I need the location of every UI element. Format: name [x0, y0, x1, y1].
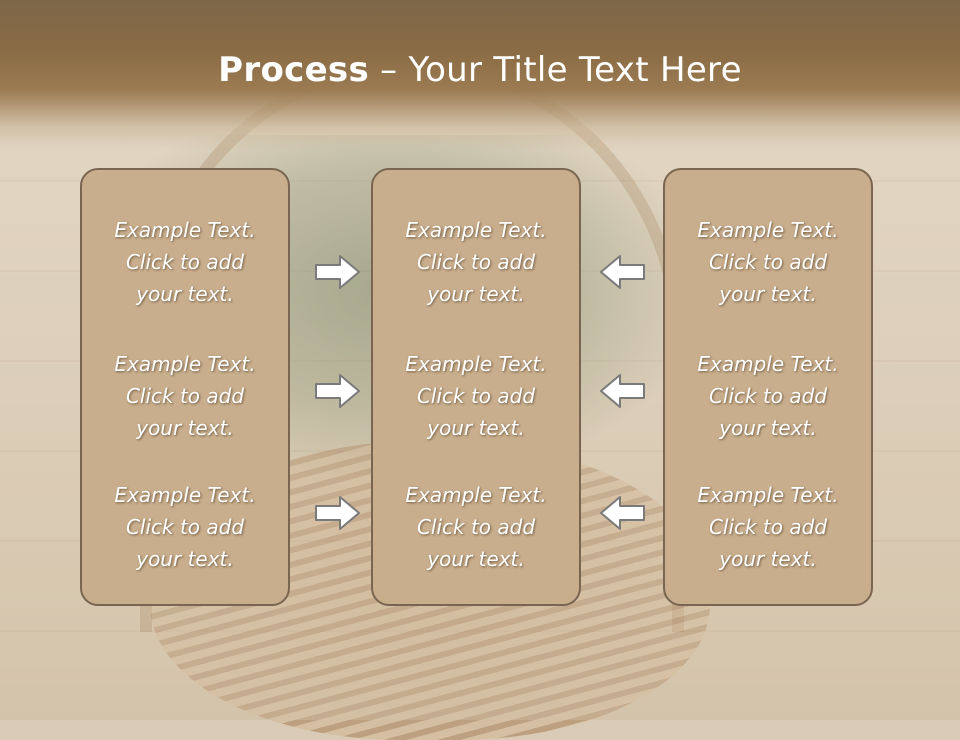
slide-title[interactable]: Process – Your Title Text Here: [0, 50, 960, 90]
text-placeholder[interactable]: Example Text. Click to add your text.: [82, 479, 288, 575]
text-line: your text.: [719, 547, 817, 571]
text-line: Click to add: [708, 384, 828, 408]
arrow-left-icon: [597, 252, 647, 292]
text-line: Click to add: [708, 515, 828, 539]
text-line: Example Text.: [697, 352, 839, 376]
text-line: Example Text.: [405, 483, 547, 507]
process-box-right: Example Text. Click to add your text. Ex…: [663, 168, 873, 606]
text-placeholder[interactable]: Example Text. Click to add your text.: [82, 214, 288, 310]
text-line: Example Text.: [114, 483, 256, 507]
arrow-right-icon: [313, 493, 363, 533]
text-line: Example Text.: [697, 483, 839, 507]
title-text: Your Title Text Here: [408, 50, 742, 90]
arrow-right-icon: [313, 371, 363, 411]
text-line: Click to add: [125, 384, 245, 408]
text-line: Click to add: [125, 515, 245, 539]
text-line: Click to add: [416, 515, 536, 539]
text-line: Example Text.: [114, 218, 256, 242]
text-placeholder[interactable]: Example Text. Click to add your text.: [82, 348, 288, 444]
arrow-right-icon: [313, 252, 363, 292]
text-line: your text.: [427, 416, 525, 440]
text-line: Click to add: [416, 384, 536, 408]
process-box-left: Example Text. Click to add your text. Ex…: [80, 168, 290, 606]
process-box-center: Example Text. Click to add your text. Ex…: [371, 168, 581, 606]
title-bold: Process: [218, 50, 370, 90]
text-line: Click to add: [416, 250, 536, 274]
text-line: Example Text.: [114, 352, 256, 376]
text-line: your text.: [719, 282, 817, 306]
text-line: your text.: [136, 547, 234, 571]
text-placeholder[interactable]: Example Text. Click to add your text.: [373, 348, 579, 444]
text-line: Click to add: [708, 250, 828, 274]
text-placeholder[interactable]: Example Text. Click to add your text.: [665, 214, 871, 310]
arrow-left-icon: [597, 371, 647, 411]
title-separator: –: [369, 50, 409, 90]
text-line: Example Text.: [405, 352, 547, 376]
text-placeholder[interactable]: Example Text. Click to add your text.: [373, 479, 579, 575]
text-placeholder[interactable]: Example Text. Click to add your text.: [373, 214, 579, 310]
text-placeholder[interactable]: Example Text. Click to add your text.: [665, 348, 871, 444]
text-line: Example Text.: [697, 218, 839, 242]
text-line: Example Text.: [405, 218, 547, 242]
text-placeholder[interactable]: Example Text. Click to add your text.: [665, 479, 871, 575]
text-line: your text.: [136, 282, 234, 306]
text-line: your text.: [719, 416, 817, 440]
text-line: Click to add: [125, 250, 245, 274]
arrow-left-icon: [597, 493, 647, 533]
text-line: your text.: [427, 282, 525, 306]
text-line: your text.: [136, 416, 234, 440]
title-bar: [0, 0, 960, 150]
text-line: your text.: [427, 547, 525, 571]
